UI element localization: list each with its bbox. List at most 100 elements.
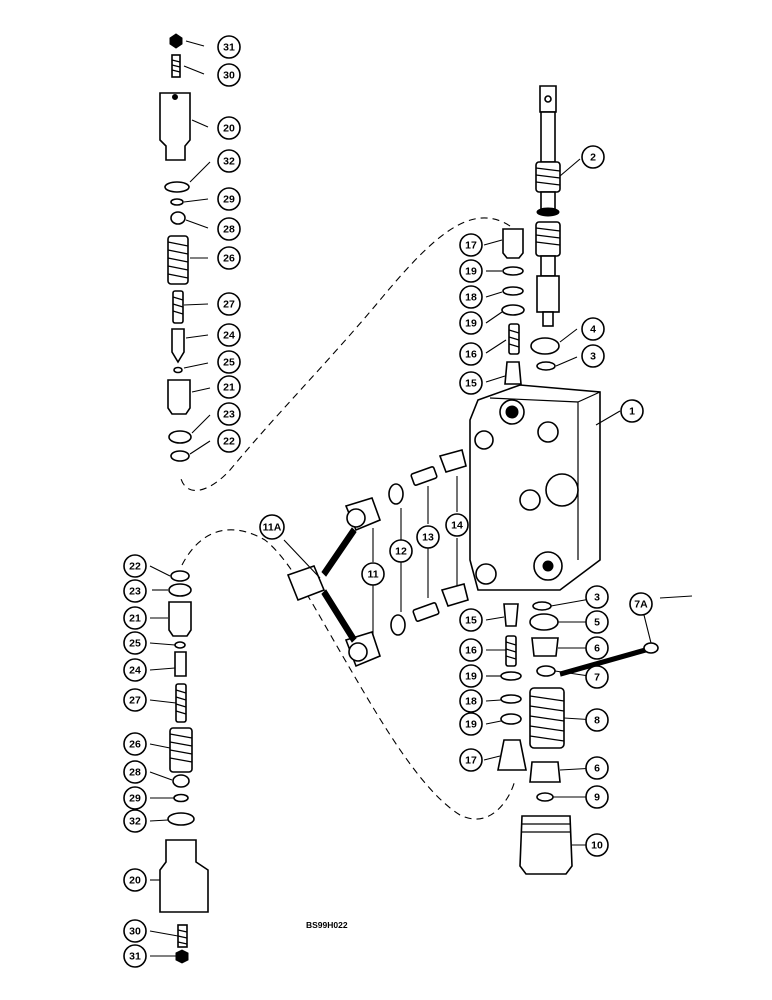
callout-circle [459,748,483,772]
callout-label: 3 [594,592,600,604]
callout-label: 26 [129,739,141,751]
callout-15: 15 [459,371,483,395]
piston-14-upper [438,449,467,473]
callout-32: 32 [123,809,147,833]
nut-31-lower [175,949,189,964]
callout-16: 16 [459,638,483,662]
callout-circle [123,658,147,682]
callout-label: 20 [129,875,141,887]
pin-7A-head [643,642,659,654]
callout-12: 12 [389,539,413,563]
spool-spring-lower [535,221,561,257]
callout-24: 24 [217,323,241,347]
callout-19: 19 [459,664,483,688]
callout-circle [459,285,483,309]
callout-circle [629,592,653,616]
body-20-upper [159,92,191,161]
callout-7: 7 [585,665,609,689]
callout-label: 30 [223,70,235,82]
plug-17-lower [497,739,527,771]
callout-32: 32 [217,149,241,173]
callout-label: 7A [634,599,648,611]
callout-22: 22 [217,429,241,453]
o-ring-23-lower [168,583,192,597]
callout-label: 6 [594,643,600,655]
callout-31: 31 [217,35,241,59]
callout-label: 31 [223,42,235,54]
callout-circle [217,429,241,453]
callout-label: 29 [129,793,141,805]
callout-label: 8 [594,715,600,727]
assembly-dashed-line-lower [181,529,516,820]
callout-circle [585,785,609,809]
callout-label: 14 [451,520,463,532]
plug-21-upper [167,379,191,415]
callout-label: 11A [263,522,282,534]
seal-4 [530,337,560,355]
callout-7A: 7A [629,592,653,616]
callout-circle [620,399,644,423]
callout-13: 13 [416,525,440,549]
o-ring-18-upper [502,286,524,296]
assembly-dashed-line-upper [179,217,511,491]
callout-label: 22 [129,561,141,573]
callout-30: 30 [217,63,241,87]
callout-circle [585,708,609,732]
callout-label: 10 [591,840,603,852]
callout-circle [459,371,483,395]
plug-10 [519,815,573,875]
cap-6-lower [529,761,561,783]
callout-circle [123,786,147,810]
callout-label: 17 [465,755,477,767]
callout-circle [585,756,609,780]
callout-8: 8 [585,708,609,732]
piston-15-lower [503,603,519,627]
callout-label: 19 [465,318,477,330]
callout-label: 21 [129,613,141,625]
upper-left-valve-stack [159,33,192,462]
callout-circle [581,317,605,341]
callout-circle [123,579,147,603]
callout-20: 20 [123,868,147,892]
callout-28: 28 [217,217,241,241]
callout-circle [123,732,147,756]
callout-25: 25 [123,631,147,655]
callout-label: 6 [594,763,600,775]
callout-20: 20 [217,116,241,140]
callout-circle [217,187,241,211]
callout-label: 1 [629,406,635,418]
callout-circle [123,760,147,784]
callout-28: 28 [123,760,147,784]
o-ring-23-upper [168,430,192,444]
callout-9: 9 [585,785,609,809]
callout-2: 2 [581,145,605,169]
callout-1: 1 [620,399,644,423]
callout-19: 19 [459,259,483,283]
callout-label: 3 [590,351,596,363]
callout-circle [259,514,285,540]
callout-label: 28 [223,224,235,236]
callout-circle [581,145,605,169]
o-ring-7 [536,665,556,677]
poppet-24-upper [171,328,185,364]
callout-22: 22 [123,554,147,578]
callout-label: 27 [223,299,235,311]
callout-circle [459,311,483,335]
poppet-24-lower [174,651,187,677]
o-ring-12-upper [388,483,404,505]
washer-5 [529,613,559,631]
callout-circle [459,664,483,688]
o-ring-19-upper [502,266,524,276]
callout-label: 24 [129,665,141,677]
callout-label: 22 [223,436,235,448]
leader-lines [149,40,693,957]
spring-13-upper [410,466,438,486]
nut-31-upper [169,33,183,49]
callout-6: 6 [585,756,609,780]
callout-circle [123,944,147,968]
callout-23: 23 [123,579,147,603]
lower-left-valve-stack [159,570,209,964]
callout-circle [459,712,483,736]
callout-circle [123,868,147,892]
o-ring-22-lower [170,570,190,582]
